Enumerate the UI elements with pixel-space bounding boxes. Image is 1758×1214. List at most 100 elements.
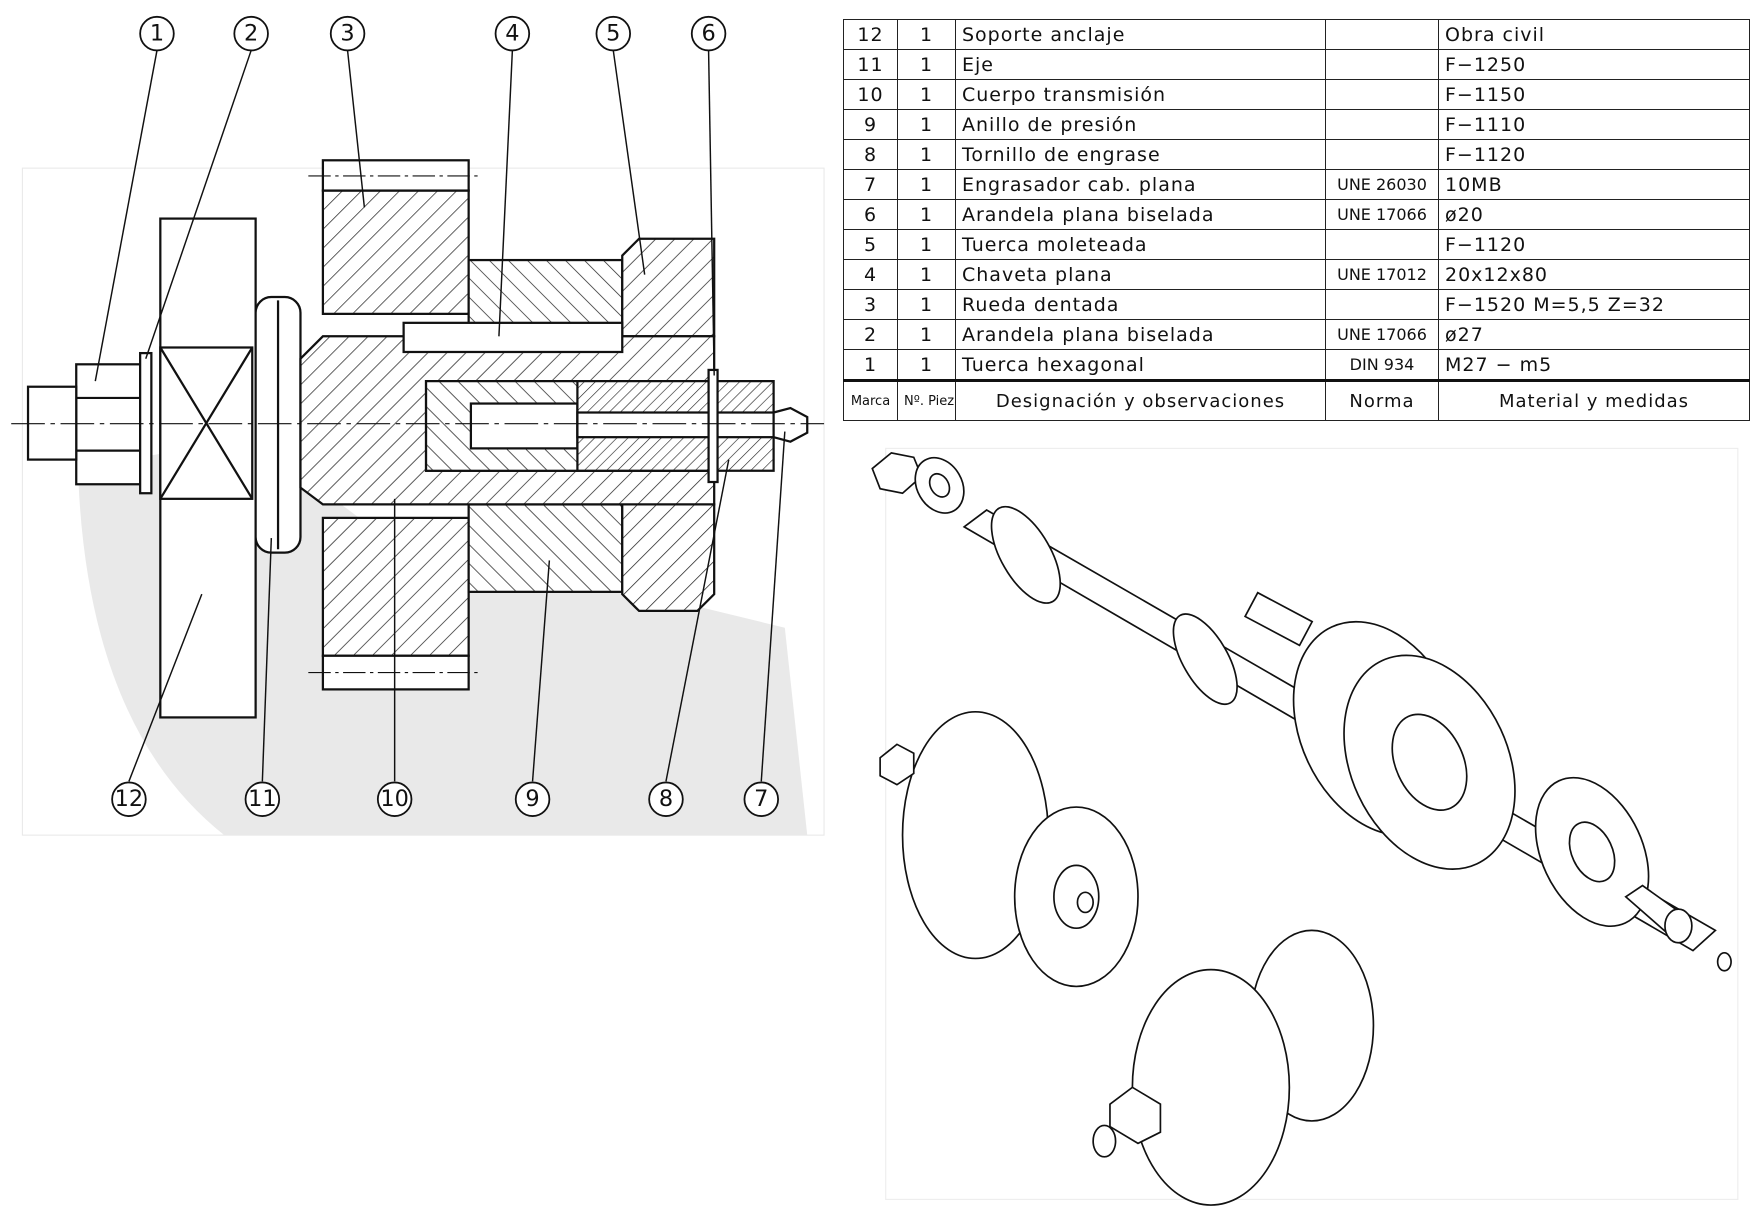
cell-norma <box>1325 289 1439 320</box>
svg-text:7: 7 <box>754 786 768 812</box>
cell-material: 10MB <box>1438 169 1750 200</box>
cell-material: ø20 <box>1438 199 1750 230</box>
iso-key <box>1243 591 1314 647</box>
key-part <box>402 321 624 354</box>
cell-n: 1 <box>897 79 956 110</box>
cell-marca: 9 <box>843 109 898 140</box>
knurled-nut-part <box>621 237 716 338</box>
cell-material: F−1520 M=5,5 Z=32 <box>1438 289 1750 320</box>
cell-designacion: Eje <box>955 49 1326 80</box>
header-norma: Norma <box>1325 379 1439 421</box>
header-designacion: Designación y observaciones <box>955 379 1326 421</box>
balloon-12: 12 <box>111 781 147 817</box>
cell-material: F−1120 <box>1438 139 1750 170</box>
exploded-isometric-view <box>871 451 1732 1206</box>
cell-norma <box>1325 79 1439 110</box>
svg-text:8: 8 <box>659 786 673 812</box>
balloon-3: 3 <box>329 15 366 52</box>
cell-n: 1 <box>897 19 956 50</box>
balloon-10: 10 <box>376 781 413 817</box>
cell-designacion: Engrasador cab. plana <box>955 169 1326 200</box>
svg-text:3: 3 <box>340 21 354 47</box>
cell-designacion: Cuerpo transmisión <box>955 79 1326 110</box>
svg-text:6: 6 <box>701 21 715 47</box>
cell-material: F−1120 <box>1438 229 1750 260</box>
cell-designacion: Rueda dentada <box>955 289 1326 320</box>
cell-n: 1 <box>897 199 956 230</box>
cell-marca: 5 <box>843 229 898 260</box>
cell-designacion: Soporte anclaje <box>955 19 1326 50</box>
small-washer-part <box>707 368 719 484</box>
balloon-11: 11 <box>244 781 281 817</box>
section-view <box>11 50 825 782</box>
cell-marca: 4 <box>843 259 898 290</box>
balloon-6: 6 <box>690 15 727 52</box>
cell-norma <box>1325 229 1439 260</box>
cell-norma <box>1325 49 1439 80</box>
cell-designacion: Arandela plana biselada <box>955 199 1326 230</box>
cell-marca: 7 <box>843 169 898 200</box>
cell-designacion: Arandela plana biselada <box>955 319 1326 350</box>
cell-norma <box>1325 109 1439 140</box>
balloon-1: 1 <box>139 15 175 52</box>
svg-text:9: 9 <box>525 786 539 812</box>
svg-text:5: 5 <box>606 21 620 47</box>
header-marca: Marca <box>843 379 898 421</box>
svg-text:2: 2 <box>244 21 258 47</box>
cell-designacion: Anillo de presión <box>955 109 1326 140</box>
cell-material: M27 − m5 <box>1438 349 1750 381</box>
cell-n: 1 <box>897 319 956 350</box>
balloon-5: 5 <box>595 15 631 52</box>
cell-material: Obra civil <box>1438 19 1750 50</box>
iso-assembly-bottom <box>1092 929 1375 1206</box>
cell-marca: 6 <box>843 199 898 230</box>
iso-grease-nipple <box>1716 951 1732 972</box>
cell-marca: 10 <box>843 79 898 110</box>
cell-material: F−1250 <box>1438 49 1750 80</box>
cell-marca: 11 <box>843 49 898 80</box>
iso-assembly-left <box>879 710 1139 988</box>
cell-norma: UNE 17066 <box>1325 199 1439 230</box>
balloon-7: 7 <box>743 781 779 817</box>
cell-designacion: Chaveta plana <box>955 259 1326 290</box>
cell-material: ø27 <box>1438 319 1750 350</box>
cell-norma <box>1325 19 1439 50</box>
gear-part <box>321 189 470 315</box>
balloon-9: 9 <box>514 781 551 817</box>
cell-norma: UNE 26030 <box>1325 169 1439 200</box>
svg-text:4: 4 <box>505 21 519 47</box>
pressure-ring-part <box>467 258 624 327</box>
iso-flange <box>990 505 1062 604</box>
balloon-2: 2 <box>233 15 269 52</box>
cell-designacion: Tornillo de engrase <box>955 139 1326 170</box>
balloon-8: 8 <box>648 781 684 817</box>
cell-material: F−1110 <box>1438 109 1750 140</box>
svg-text:10: 10 <box>380 786 409 812</box>
cell-marca: 3 <box>843 289 898 320</box>
cell-norma: DIN 934 <box>1325 349 1439 381</box>
header-n_pieza: Nº. Pieza <box>897 379 956 421</box>
cell-n: 1 <box>897 289 956 320</box>
cell-designacion: Tuerca hexagonal <box>955 349 1326 381</box>
cell-n: 1 <box>897 259 956 290</box>
cell-n: 1 <box>897 349 956 381</box>
svg-text:1: 1 <box>150 21 164 47</box>
svg-text:12: 12 <box>115 786 144 812</box>
cell-marca: 12 <box>843 19 898 50</box>
cell-marca: 2 <box>843 319 898 350</box>
cell-norma <box>1325 139 1439 170</box>
cell-designacion: Tuerca moleteada <box>955 229 1326 260</box>
